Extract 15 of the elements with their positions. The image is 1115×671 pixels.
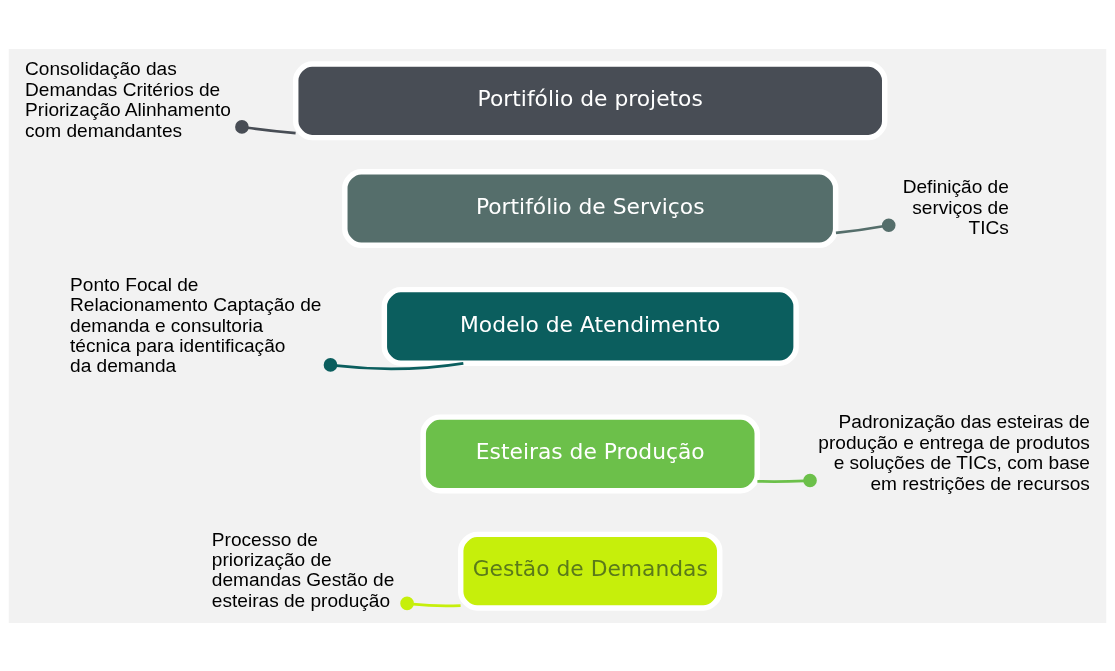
connector bbox=[835, 217, 896, 234]
node-box: Portifólio de projetos bbox=[293, 60, 888, 140]
node-text: Padronização das esteiras de produção e entrega de produtos e soluções de TICs, com base em restrições de recursos bbox=[818, 410, 1090, 494]
node-box: Gestão de Demandas bbox=[457, 531, 723, 611]
node-text: Consolidação das Demandas Critérios de Priorização Alinhamento com demandantes bbox=[25, 57, 231, 141]
connector bbox=[235, 119, 296, 134]
connector bbox=[323, 357, 464, 372]
node-box: Modelo de Atendimento bbox=[381, 286, 799, 366]
node-text: Definição de serviços de TICs bbox=[902, 175, 1009, 238]
node-text: Processo de priorização de demandas Gestão de esteiras de produção bbox=[211, 528, 395, 611]
node-text: Ponto Focal de Relacionamento Captação de demanda e consultoria técnica para identificação da demanda bbox=[70, 273, 322, 376]
connector bbox=[757, 473, 817, 487]
node-box: Esteiras de Produção bbox=[420, 413, 760, 493]
node-box: Portifólio de Serviços bbox=[342, 168, 839, 248]
connector bbox=[400, 596, 461, 610]
